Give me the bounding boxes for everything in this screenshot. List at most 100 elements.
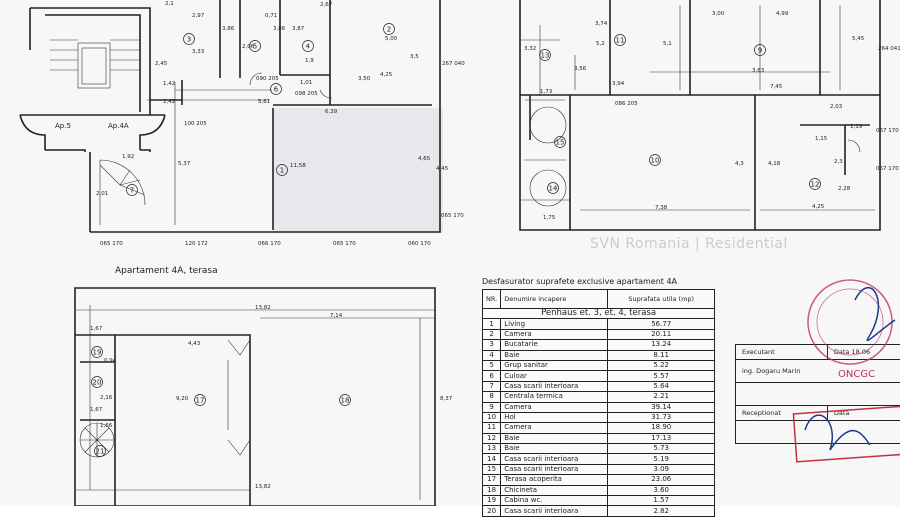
cell-area: 23.06 — [608, 475, 715, 485]
dimension-label: 8,37 — [440, 396, 453, 402]
dimension-label: 3,86 — [273, 26, 286, 32]
room-number: 17 — [196, 397, 205, 405]
door-label: 120 172 — [185, 241, 208, 247]
room-number: 20 — [93, 379, 102, 387]
room-number: 2 — [387, 26, 391, 34]
cell-area: 5.57 — [608, 371, 715, 381]
dimension-label: 2,28 — [838, 186, 851, 192]
apartment-entry-label: Ap.5 — [55, 122, 71, 130]
dimension-label: 5,1 — [663, 41, 672, 47]
apartment-entry-label: Ap.4A — [108, 122, 129, 130]
room-number: 6 — [274, 86, 279, 94]
dimension-label: 1,75 — [543, 215, 556, 221]
dimension-label: 3,00 — [712, 11, 725, 17]
cell-nr: 20 — [483, 506, 501, 516]
cell-area: 39.14 — [608, 402, 715, 412]
room-number: 12 — [811, 181, 820, 189]
dimension-label: 6,39 — [325, 109, 338, 115]
watermark: SVN Romania | Residential — [590, 236, 788, 252]
cell-nr: 7 — [483, 381, 501, 391]
room-number: 11 — [616, 37, 625, 45]
cell-area: 17.13 — [608, 433, 715, 443]
dimension-label: 3,86 — [222, 26, 235, 32]
cell-nr: 1 — [483, 319, 501, 329]
room-number: 19 — [93, 349, 102, 357]
room-number: 3 — [187, 36, 191, 44]
cell-nr: 2 — [483, 329, 501, 339]
living-shade — [273, 108, 443, 233]
cell-nr: 19 — [483, 496, 501, 506]
cell-nr: 11 — [483, 423, 501, 433]
dimension-label: 5,37 — [178, 161, 191, 167]
door-label: 067 170 — [876, 166, 899, 172]
cell-area: 3.09 — [608, 464, 715, 474]
room-number: 15 — [556, 139, 565, 147]
room-number: 9 — [758, 47, 762, 55]
dimension-label: 2,16 — [100, 395, 113, 401]
room-number: 14 — [549, 185, 558, 193]
cell-nr: 3 — [483, 340, 501, 350]
cell-name: Casa scarii interioara — [501, 464, 608, 474]
dimension-label: 4,99 — [776, 11, 789, 17]
dimension-label: 2,97 — [192, 13, 205, 19]
cell-nr: 15 — [483, 464, 501, 474]
date-label: Data — [834, 348, 850, 356]
dimension-label: 1,92 — [122, 154, 134, 160]
cell-area: 18.90 — [608, 423, 715, 433]
room-number: 10 — [651, 157, 660, 165]
cell-name: Culoar — [501, 371, 608, 381]
cell-area: 20.11 — [608, 329, 715, 339]
cell-area: 56.77 — [608, 319, 715, 329]
room-number: 4 — [306, 43, 311, 51]
header-name: Denumire incapere — [501, 290, 608, 309]
cell-area: 1.57 — [608, 496, 715, 506]
dimension-label: 3,32 — [524, 46, 536, 52]
cell-area: 5.64 — [608, 381, 715, 391]
dimension-label: 4,45 — [436, 166, 449, 172]
cell-name: Hol — [501, 412, 608, 422]
dimension-label: 9,20 — [176, 396, 189, 402]
door-label: 060 170 — [408, 241, 431, 247]
dimension-label: 2,1 — [165, 1, 174, 7]
dimension-label: 2,01 — [96, 191, 108, 197]
door-label: 100 205 — [184, 121, 207, 127]
cell-nr: 9 — [483, 402, 501, 412]
cell-name: Baie — [501, 350, 608, 360]
door-label: 066 170 — [258, 241, 281, 247]
dimension-label: 4,65 — [418, 156, 431, 162]
cell-name: Baie — [501, 433, 608, 443]
dimension-label: 1,15 — [815, 136, 828, 142]
dimension-label: 3,74 — [595, 21, 608, 27]
cell-name: Camera — [501, 402, 608, 412]
cell-area: 8.11 — [608, 350, 715, 360]
door-label: 098 205 — [295, 91, 318, 97]
door-label: 267 040 — [442, 61, 465, 67]
room-number: 1 — [280, 167, 284, 175]
dimension-label: 1,42 — [163, 99, 175, 105]
dimension-label: 0,94 — [104, 358, 117, 364]
receptionat-label: Receptionat — [736, 406, 828, 421]
executant-name: ing. Dogaru Marin — [736, 360, 900, 383]
dimension-label: 1,9 — [305, 58, 314, 64]
dimension-label: 3,56 — [574, 66, 587, 72]
cell-name: Casa scarii interioara — [501, 454, 608, 464]
door-label: 067 170 — [876, 128, 899, 134]
dimension-label: 3,50 — [358, 76, 371, 82]
executant-label: Executant — [736, 345, 828, 360]
cell-area: 5.19 — [608, 454, 715, 464]
cell-area: 31.73 — [608, 412, 715, 422]
cell-area: 5.22 — [608, 360, 715, 370]
dimension-label: 1,66 — [100, 423, 113, 429]
dimension-label: 2,03 — [830, 104, 843, 110]
dimension-label: 4,3 — [735, 161, 744, 167]
